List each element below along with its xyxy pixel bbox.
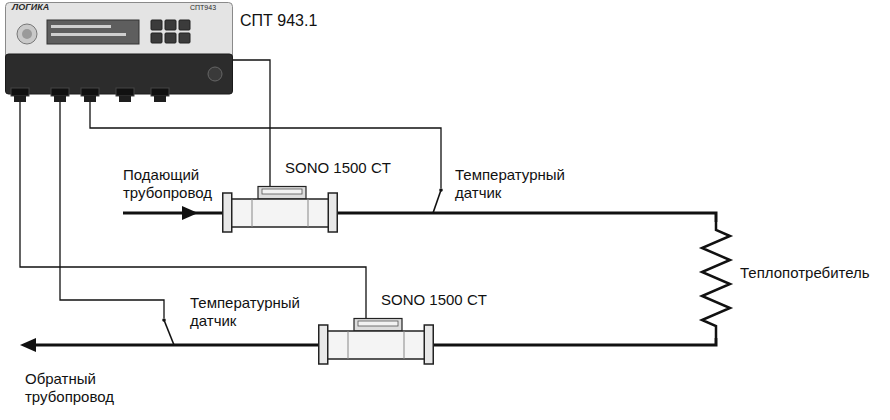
sensor-head [439, 188, 443, 192]
flange [319, 325, 328, 364]
sensor-label: Температурный датчик [455, 166, 565, 202]
label-holder: Обратный трубопровод [25, 370, 114, 406]
keypad-button [165, 33, 176, 43]
label-holder: СПТ943 [190, 4, 216, 12]
body-seam [252, 199, 253, 227]
flowmeter-outline [318, 318, 434, 364]
flange [328, 193, 337, 232]
electronics-head [354, 319, 402, 332]
display-line [51, 25, 111, 28]
body-seam [404, 331, 405, 359]
cable-gland-nut [119, 96, 131, 102]
electronics-head [258, 187, 306, 200]
sensor-head [162, 318, 166, 322]
head-display [262, 189, 302, 194]
display-screen [47, 20, 139, 44]
device-label: СПТ 943.1 [240, 12, 317, 30]
flow-arrow [182, 206, 198, 220]
optical-port [17, 24, 37, 44]
temperature-sensor: Температурный датчик [425, 188, 445, 220]
sensor-probe [433, 190, 441, 213]
flowmeter-outline [222, 186, 338, 232]
flowmeter: SONO 1500 CT [222, 186, 338, 232]
sensor-label: Температурный датчик [190, 294, 300, 330]
flowmeter-body [326, 331, 426, 359]
optical-port-lens [22, 29, 32, 39]
flowmeter-label: SONO 1500 CT [381, 291, 487, 309]
brand-logo: ЛОГИКА [12, 3, 49, 13]
cable-gland [11, 88, 29, 96]
sensor-probe [164, 320, 174, 345]
cable-gland [116, 88, 134, 96]
head-display [358, 321, 398, 326]
model-marking: СПТ943 [190, 4, 216, 12]
heat-consumer: Теплопотребитель [700, 222, 732, 338]
pipe-segment [445, 213, 716, 222]
signal-wire [20, 102, 366, 318]
label-holder: Подающий трубопровод [123, 166, 212, 202]
cable-gland-nut [14, 96, 26, 102]
keypad-button [151, 20, 162, 30]
heat-calculator: СПТ 943.1 [5, 2, 233, 102]
radiator-coil [702, 222, 730, 338]
heat-consumer-outline [700, 222, 732, 338]
signal-wire [233, 60, 270, 186]
keypad-button [179, 33, 190, 43]
flowmeter: SONO 1500 CT [318, 318, 434, 364]
cable-gland-nut [154, 96, 166, 102]
flange [223, 193, 232, 232]
keypad-button [151, 33, 162, 43]
return-pipe-outlet [30, 344, 160, 347]
cable-gland [81, 88, 99, 96]
cable-gland [51, 88, 69, 96]
flowmeter-body [230, 199, 330, 227]
pipe-piece [160, 344, 180, 347]
supply-pipe-inlet [123, 212, 222, 215]
pipe-segment [434, 338, 716, 345]
consumer-label: Теплопотребитель [740, 264, 870, 282]
keypad-button [165, 20, 176, 30]
display-line [51, 33, 126, 36]
cable-gland-nut [84, 96, 96, 102]
temperature-sensor-outline [425, 188, 445, 220]
pipe-segment [180, 344, 318, 347]
pipe-piece [425, 212, 445, 215]
pipe-segment [338, 212, 425, 215]
flange [424, 325, 433, 364]
seal-screw [208, 67, 222, 81]
heat-calculator-outline [5, 2, 233, 102]
body-seam [308, 199, 309, 227]
temperature-sensor-outline [160, 318, 180, 350]
cable-gland-nut [54, 96, 66, 102]
keypad-button [179, 20, 190, 30]
body-seam [348, 331, 349, 359]
temperature-sensor: Температурный датчик [160, 318, 180, 350]
flowmeter-label: SONO 1500 CT [285, 159, 391, 177]
pipe-label: Обратный трубопровод [25, 370, 114, 406]
signal-wire [60, 102, 164, 318]
cable-gland [151, 88, 169, 96]
label-holder: ЛОГИКА [12, 3, 49, 13]
flow-arrow [20, 338, 36, 352]
pipe-label: Подающий трубопровод [123, 166, 212, 202]
